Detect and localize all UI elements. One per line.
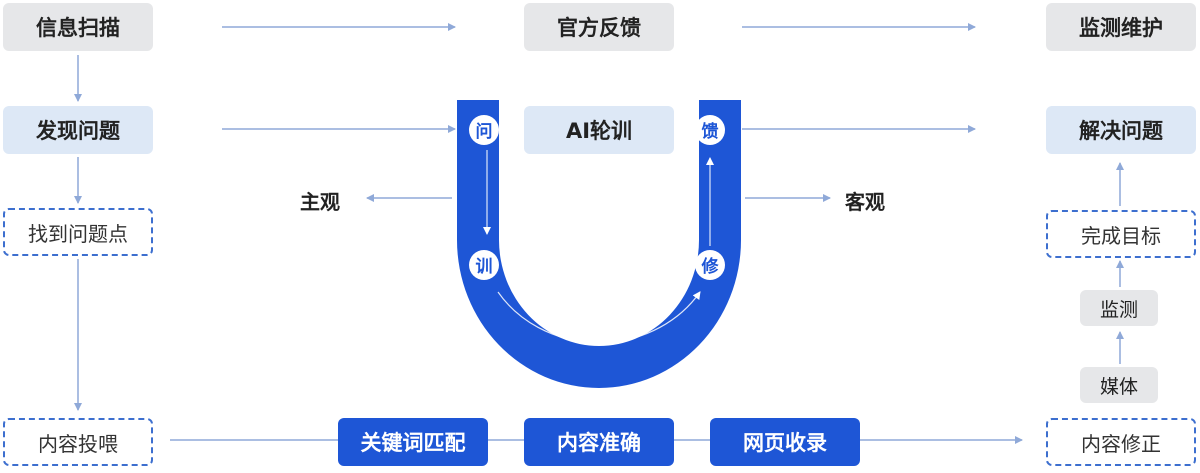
node-content-correct: 内容修正	[1046, 418, 1196, 466]
node-web-index: 网页收录	[710, 418, 860, 466]
node-monitor: 监测	[1080, 290, 1158, 326]
u-circle-feedback-text: 馈	[702, 121, 719, 142]
node-content-feed-label: 内容投喂	[38, 431, 118, 456]
u-circle-fix: 修	[695, 250, 725, 280]
node-keyword-match-label: 关键词匹配	[360, 431, 466, 455]
node-content-feed: 内容投喂	[3, 418, 153, 466]
node-media-label: 媒体	[1099, 375, 1138, 398]
u-flow-curve	[497, 291, 701, 344]
u-circle-fix-text: 修	[701, 256, 720, 277]
node-info-scan: 信息扫描	[3, 3, 153, 51]
node-find-problem: 发现问题	[3, 106, 153, 154]
node-find-problem-point-label: 找到问题点	[28, 221, 128, 246]
node-keyword-match: 关键词匹配	[338, 418, 488, 466]
node-ai-training: AI轮训	[524, 106, 674, 154]
node-complete-goal-label: 完成目标	[1081, 223, 1161, 248]
u-circle-train-text: 训	[476, 257, 493, 277]
node-monitor-label: 监测	[1099, 298, 1138, 321]
node-monitor-maintain: 监测维护	[1046, 3, 1196, 51]
node-content-accurate: 内容准确	[524, 418, 674, 466]
u-circle-ask: 问	[469, 115, 499, 145]
node-info-scan-label: 信息扫描	[36, 16, 120, 40]
u-circle-ask-text: 问	[476, 121, 493, 142]
label-objective: 客观	[845, 190, 885, 214]
node-media: 媒体	[1080, 367, 1158, 403]
node-content-correct-label: 内容修正	[1081, 431, 1161, 456]
u-circle-train: 训	[469, 250, 499, 280]
node-web-index-label: 网页收录	[743, 431, 827, 455]
node-content-accurate-label: 内容准确	[557, 431, 641, 455]
node-monitor-maintain-label: 监测维护	[1079, 16, 1163, 40]
node-solve-problem-label: 解决问题	[1079, 119, 1163, 143]
node-complete-goal: 完成目标	[1046, 210, 1196, 258]
node-ai-training-label: AI轮训	[565, 119, 633, 143]
u-loop-shape	[457, 100, 741, 388]
u-circle-feedback: 馈	[695, 115, 725, 145]
node-official-feedback: 官方反馈	[524, 3, 674, 51]
node-find-problem-point: 找到问题点	[3, 208, 153, 256]
node-find-problem-label: 发现问题	[36, 119, 120, 143]
node-official-feedback-label: 官方反馈	[557, 16, 641, 40]
node-solve-problem: 解决问题	[1046, 106, 1196, 154]
label-subjective: 主观	[300, 190, 340, 214]
